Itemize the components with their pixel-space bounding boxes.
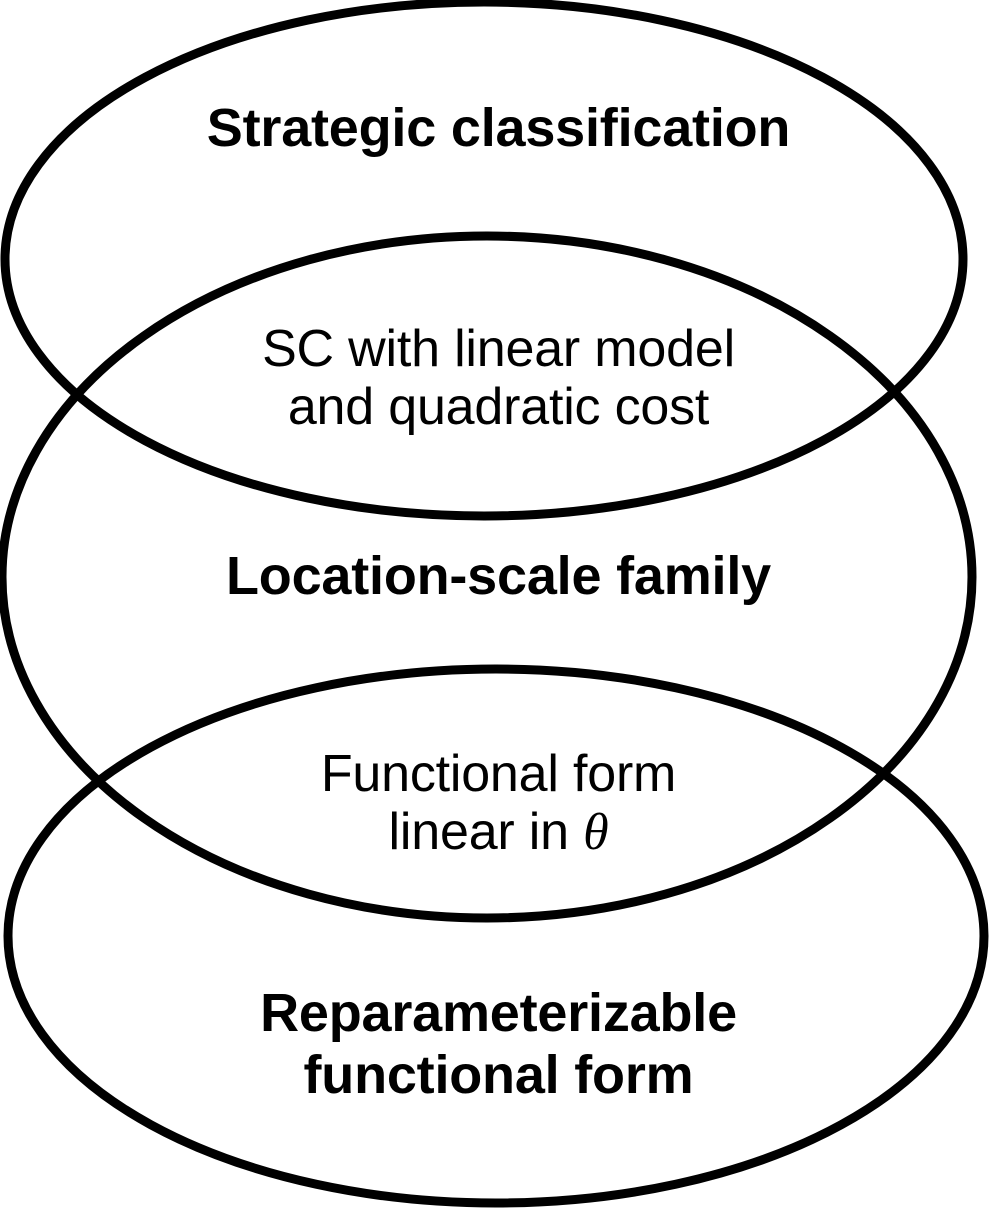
ellipse-location-scale-family — [0, 231, 977, 923]
label-strategic-classification: Strategic classification — [206, 98, 791, 158]
theta-symbol: θ — [583, 804, 609, 862]
ellipse-reparameterizable-functional-form — [3, 664, 989, 1208]
label-location-scale-family: Location-scale family — [226, 546, 771, 606]
ellipse-strategic-classification — [0, 0, 968, 521]
label-reparameterizable-functional-form: Reparameterizable functional form — [260, 983, 737, 1105]
label-sc-linear-model-quadratic-cost: SC with linear model and quadratic cost — [262, 320, 735, 437]
label-functional-form-linear-in-theta: Functional form linear in θ — [0, 745, 997, 862]
functional-form-text: Functional form linear in — [320, 745, 677, 862]
